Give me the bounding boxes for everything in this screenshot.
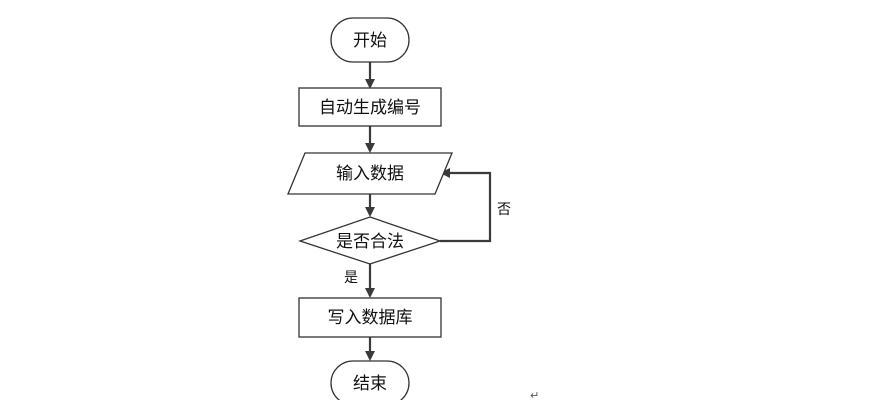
- edge-decision-no-loop: [440, 168, 492, 243]
- is-valid-decision: [297, 216, 443, 265]
- generate-id-process: [298, 87, 442, 127]
- start-terminator: [330, 17, 410, 63]
- start-label: 开始: [353, 31, 387, 51]
- write-db-label: 写入数据库: [328, 308, 413, 328]
- input-data-parallelogram: [287, 152, 453, 195]
- end-label: 结束: [353, 374, 387, 394]
- yes-edge-label: 是: [344, 270, 358, 286]
- write-db-process: [298, 297, 442, 338]
- generate-id-label: 自动生成编号: [319, 98, 421, 118]
- paragraph-mark: ↵: [530, 389, 539, 400]
- end-terminator: [330, 360, 410, 400]
- is-valid-label: 是否合法: [336, 232, 404, 252]
- input-data-label: 输入数据: [336, 164, 404, 184]
- no-edge-label: 否: [497, 202, 511, 218]
